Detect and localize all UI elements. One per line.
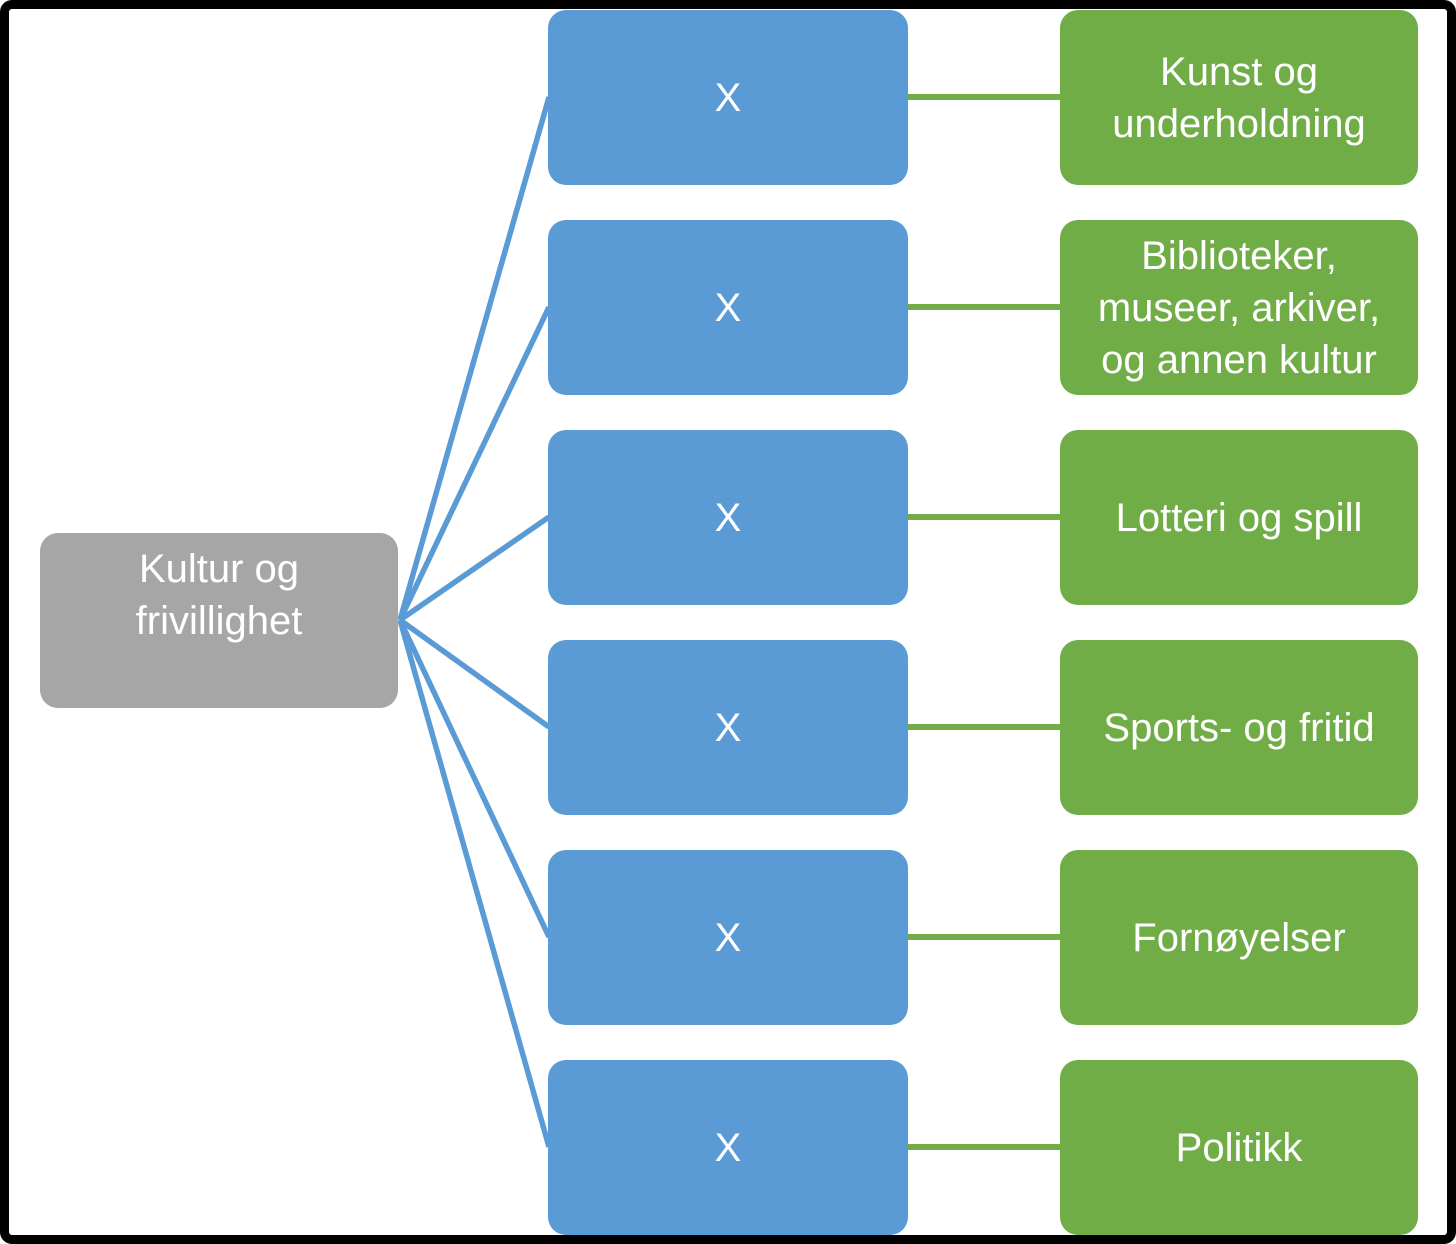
mid-node-2: X: [548, 220, 908, 395]
blue-connectors: [397, 96, 552, 1148]
leaf-node-fornoyelser: Fornøyelser: [1060, 850, 1418, 1025]
mid-node-3: X: [548, 430, 908, 605]
root-node-kultur-og-frivillighet: Kultur og frivillighet: [40, 533, 398, 708]
leaf-node-politikk: Politikk: [1060, 1060, 1418, 1235]
leaf-node-kunst-og-underholdning: Kunst og underholdning: [1060, 10, 1418, 185]
leaf-node-sports-og-fritid: Sports- og fritid: [1060, 640, 1418, 815]
mid-node-1: X: [548, 10, 908, 185]
mid-node-6: X: [548, 1060, 908, 1235]
leaf-node-biblioteker-museer-arkiver: Biblioteker, museer, arkiver, og annen k…: [1060, 220, 1418, 395]
mid-node-4: X: [548, 640, 908, 815]
leaf-node-lotteri-og-spill: Lotteri og spill: [1060, 430, 1418, 605]
mid-node-5: X: [548, 850, 908, 1025]
green-connectors: [908, 94, 1061, 1150]
